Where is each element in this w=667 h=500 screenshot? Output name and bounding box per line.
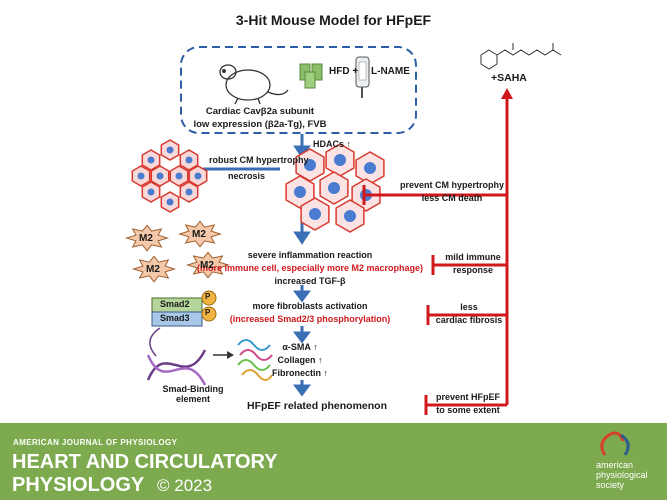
saha-molecule-icon bbox=[480, 43, 562, 70]
m2-macrophage-shape-0 bbox=[124, 224, 170, 252]
cell-small-2-nucleus bbox=[185, 156, 193, 164]
fibro-label: more fibroblasts activation bbox=[252, 301, 368, 311]
cell-large-1-nucleus bbox=[334, 154, 346, 166]
model-box bbox=[180, 46, 417, 134]
inflammation-detail: (more immune cell, especially more M2 ma… bbox=[196, 263, 424, 273]
m2-macrophage-shape-3 bbox=[185, 251, 231, 279]
cell-large-4-nucleus bbox=[328, 182, 340, 194]
marker-3: Fibronectin ↑ bbox=[272, 368, 328, 378]
hdacs-label: HDACs ↑ bbox=[313, 139, 352, 149]
cell-small-6-nucleus bbox=[194, 172, 202, 180]
m2-label-2: M2 bbox=[192, 229, 206, 240]
dna-helix-icon bbox=[146, 349, 207, 386]
journal-line-1: HEART AND CIRCULATORY bbox=[12, 451, 278, 473]
smad3-label: Smad3 bbox=[160, 313, 190, 323]
cell-large-2-nucleus bbox=[364, 162, 376, 174]
effect-3-line-2: cardiac fibrosis bbox=[435, 315, 503, 325]
diagram-canvas bbox=[124, 43, 562, 415]
m2-label-3: M2 bbox=[146, 264, 160, 275]
normal-cardiomyocyte-cluster bbox=[131, 139, 208, 213]
cell-large-0-nucleus bbox=[304, 159, 316, 171]
cell-small-8-nucleus bbox=[166, 198, 174, 206]
effect-1-line-2: less CM death bbox=[421, 193, 483, 203]
journal-line-2: PHYSIOLOGY bbox=[12, 474, 145, 496]
phenomenon-label: HFpEF related phenomenon bbox=[247, 400, 388, 412]
fibro-detail: (increased Smad2/3 phosphorylation) bbox=[229, 314, 391, 324]
page-title: 3-Hit Mouse Model for HFpEF bbox=[235, 12, 432, 28]
phospho-p-icon-2 bbox=[201, 306, 217, 322]
saha-label: +SAHA bbox=[491, 72, 527, 84]
cell-small-5-nucleus bbox=[175, 172, 183, 180]
phospho-p-label-1: P bbox=[205, 292, 211, 301]
cell-large-7-nucleus bbox=[344, 210, 356, 222]
effect-2-line-1: mild immune bbox=[445, 252, 501, 262]
smad3-box bbox=[151, 311, 203, 327]
m2-macrophage-cluster bbox=[124, 220, 231, 283]
marker-2: Collagen ↑ bbox=[277, 355, 323, 365]
copyright-label: © 2023 bbox=[157, 476, 213, 495]
cell-small-9-nucleus bbox=[185, 188, 193, 196]
effect-1-line-1: prevent CM hypertrophy bbox=[399, 180, 504, 190]
m2-macrophage-shape-2 bbox=[131, 255, 177, 283]
m2-label-4: M2 bbox=[200, 260, 214, 271]
phospho-p-label-2: P bbox=[205, 308, 211, 317]
inflammation-label: severe inflammation reaction bbox=[247, 250, 373, 260]
effect-2-line-2: response bbox=[452, 265, 494, 275]
cell-large-3-nucleus bbox=[294, 186, 306, 198]
effect-3-line-1: less bbox=[460, 302, 478, 312]
hypertrophic-cardiomyocyte-cluster bbox=[285, 143, 385, 233]
cell-small-1-nucleus bbox=[166, 146, 174, 154]
food-pellet-icon bbox=[299, 63, 323, 89]
smad2-label: Smad2 bbox=[160, 299, 190, 309]
water-bottle-icon bbox=[355, 56, 370, 98]
m2-label-1: M2 bbox=[139, 233, 153, 244]
model-line-1: Cardiac Cavβ2a subunit bbox=[205, 106, 315, 117]
effect-4-line-2: to some extent bbox=[436, 405, 500, 415]
necrosis-label: necrosis bbox=[228, 171, 266, 181]
m2-macrophage-shape-1 bbox=[177, 220, 223, 248]
cell-small-3-nucleus bbox=[137, 172, 145, 180]
lname-label: L-NAME bbox=[371, 66, 410, 77]
journal-footer: AMERICAN JOURNAL OF PHYSIOLOGY HEART AND… bbox=[0, 423, 667, 500]
cell-small-0-nucleus bbox=[147, 156, 155, 164]
mouse-icon bbox=[219, 64, 289, 105]
effect-4-line-1: prevent HFpEF bbox=[435, 392, 500, 402]
hfd-label: HFD + bbox=[329, 66, 359, 77]
hypertrophy-label: robust CM hypertrophy bbox=[209, 155, 309, 165]
binding-arrow bbox=[149, 327, 161, 357]
journal-small-label: AMERICAN JOURNAL OF PHYSIOLOGY bbox=[13, 438, 178, 447]
phospho-p-icon-1 bbox=[201, 290, 217, 306]
marker-1: α-SMA ↑ bbox=[282, 342, 318, 352]
society-label: american physiological society bbox=[596, 460, 648, 490]
model-line-2: low expression (β2a-Tg), FVB bbox=[193, 119, 327, 130]
saha-inhibition-lines bbox=[362, 88, 513, 415]
cell-small-4-nucleus bbox=[156, 172, 164, 180]
cell-large-6-nucleus bbox=[309, 208, 321, 220]
society-logo-icon bbox=[600, 431, 630, 456]
cell-small-7-nucleus bbox=[147, 188, 155, 196]
tgf-label: increased TGF-β bbox=[274, 276, 346, 286]
smad-element-label: Smad-Binding element bbox=[162, 384, 224, 404]
protein-structure-icon bbox=[237, 339, 273, 381]
